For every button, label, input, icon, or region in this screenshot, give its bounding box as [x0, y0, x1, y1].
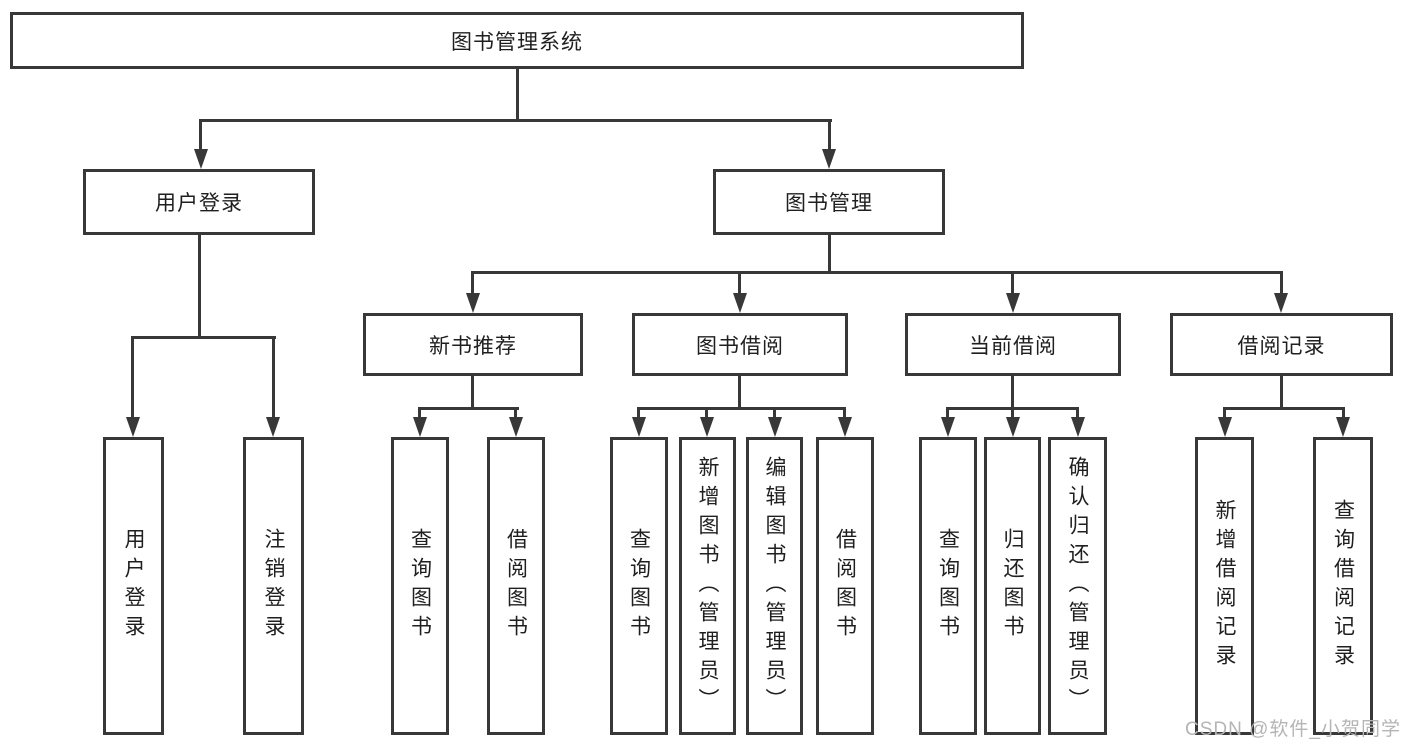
leaf-add-borrow-record: 新增借阅记录: [1195, 437, 1254, 735]
arrowhead-down-icon: [1336, 417, 1350, 437]
arrowhead-down-icon: [1071, 417, 1085, 437]
node-label: 图书管理: [785, 192, 873, 215]
connector-line: [1223, 407, 1345, 410]
arrowhead-down-icon: [632, 417, 646, 437]
connector-line: [705, 407, 708, 420]
connector-line: [773, 407, 776, 420]
leaf-label: 新增图书（管理员）: [696, 455, 719, 717]
arrowhead-down-icon: [194, 149, 208, 169]
arrowhead-down-icon: [509, 417, 523, 437]
leaf-add-book-admin: 新增图书（管理员）: [679, 437, 736, 735]
leaf-confirm-return-admin: 确认归还（管理员）: [1048, 437, 1107, 735]
leaf-label: 借阅图书: [504, 528, 528, 644]
connector-line: [946, 407, 949, 420]
leaf-borrow-books: 借阅图书: [816, 437, 874, 735]
leaf-label: 查询图书: [408, 528, 432, 644]
connector-line: [1223, 407, 1226, 420]
connector-line: [1011, 271, 1014, 296]
arrowhead-down-icon: [126, 417, 140, 437]
leaf-label: 归还图书: [1001, 528, 1024, 644]
connector-line: [131, 336, 276, 339]
leaf-query-books-recommend: 查询图书: [391, 437, 449, 735]
arrowhead-down-icon: [1006, 293, 1020, 313]
leaf-query-borrow-record: 查询借阅记录: [1313, 437, 1373, 735]
connector-line: [1280, 271, 1283, 296]
connector-line: [471, 376, 474, 410]
connector-line: [637, 407, 846, 410]
leaf-borrow-books-recommend: 借阅图书: [487, 437, 545, 735]
node-label: 图书管理系统: [451, 30, 583, 54]
connector-line: [1011, 376, 1014, 410]
node-root-system: 图书管理系统: [10, 12, 1024, 69]
connector-line: [1280, 376, 1283, 410]
leaf-label: 确认归还（管理员）: [1066, 455, 1089, 717]
leaf-label: 查询借阅记录: [1331, 499, 1355, 673]
leaf-label: 注销登录: [262, 528, 285, 644]
connector-line: [1342, 407, 1345, 420]
connector-line: [418, 407, 519, 410]
node-book-management: 图书管理: [713, 169, 945, 235]
connector-line: [199, 119, 202, 152]
arrowhead-down-icon: [822, 149, 836, 169]
arrowhead-down-icon: [1006, 417, 1020, 437]
arrowhead-down-icon: [733, 293, 747, 313]
connector-line: [738, 376, 741, 410]
arrowhead-down-icon: [413, 417, 427, 437]
arrowhead-down-icon: [266, 417, 280, 437]
connector-line: [272, 336, 275, 419]
leaf-query-books-borrow: 查询图书: [610, 437, 668, 735]
connector-line: [828, 235, 831, 274]
arrowhead-down-icon: [1218, 417, 1232, 437]
node-label: 当前借阅: [969, 334, 1057, 358]
leaf-label: 借阅图书: [833, 528, 857, 644]
leaf-query-books-current: 查询图书: [919, 437, 977, 735]
connector-line: [637, 407, 640, 420]
leaf-label: 新增借阅记录: [1213, 499, 1236, 673]
node-label: 借阅记录: [1237, 334, 1326, 358]
leaf-label: 编辑图书（管理员）: [763, 455, 786, 717]
connector-line: [516, 68, 519, 122]
node-borrow-records: 借阅记录: [1170, 313, 1393, 376]
connector-line: [828, 119, 831, 152]
leaf-label: 用户登录: [122, 528, 145, 644]
connector-line: [738, 271, 741, 296]
connector-line: [843, 407, 846, 420]
connector-line: [199, 119, 832, 122]
node-label: 新书推荐: [429, 334, 517, 358]
node-label: 用户登录: [155, 192, 243, 215]
leaf-return-books: 归还图书: [984, 437, 1041, 735]
arrowhead-down-icon: [466, 293, 480, 313]
leaf-user-login: 用户登录: [103, 437, 164, 735]
connector-line: [131, 336, 134, 419]
arrowhead-down-icon: [768, 417, 782, 437]
leaf-logout: 注销登录: [243, 437, 304, 735]
csdn-watermark: CSDN @软件_小贺同学: [1185, 719, 1401, 740]
connector-line: [1011, 407, 1014, 420]
node-current-borrow: 当前借阅: [905, 313, 1121, 376]
arrowhead-down-icon: [1274, 293, 1288, 313]
connector-line: [514, 407, 517, 420]
connector-line: [1076, 407, 1079, 420]
connector-line: [471, 271, 474, 296]
node-new-book-recommend: 新书推荐: [363, 313, 583, 376]
arrowhead-down-icon: [941, 417, 955, 437]
arrowhead-down-icon: [700, 417, 714, 437]
leaf-label: 查询图书: [627, 528, 651, 644]
node-label: 图书借阅: [696, 334, 784, 358]
connector-line: [471, 271, 1283, 274]
arrowhead-down-icon: [838, 417, 852, 437]
node-user-login: 用户登录: [83, 169, 315, 235]
leaf-label: 查询图书: [936, 528, 960, 644]
connector-line: [418, 407, 421, 420]
leaf-edit-book-admin: 编辑图书（管理员）: [746, 437, 803, 735]
node-book-borrow: 图书借阅: [632, 313, 848, 376]
connector-line: [198, 235, 201, 339]
